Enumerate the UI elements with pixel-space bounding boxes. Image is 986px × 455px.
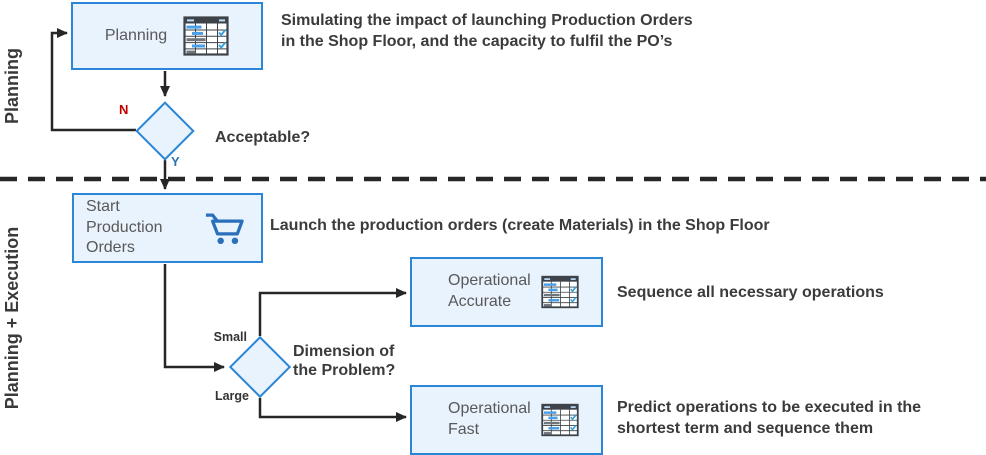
gantt-table-icon xyxy=(541,275,579,309)
connector-dimension-large-to-fast xyxy=(258,398,407,422)
planning-annotation-line1: Simulating the impact of launching Produ… xyxy=(281,12,693,29)
operational-accurate-label: Operational Accurate xyxy=(448,272,531,310)
gantt-table-icon xyxy=(183,16,229,56)
operational-accurate-annotation: Sequence all necessary operations xyxy=(617,284,884,301)
dimension-large-label: Large xyxy=(214,389,249,403)
gantt-table-icon xyxy=(541,403,579,437)
dimension-question: Dimension of the Problem? xyxy=(293,342,395,380)
operational-fast-label: Operational Fast xyxy=(448,400,531,438)
dimension-small-label: Small xyxy=(213,330,247,344)
connector-dimension-small-to-accurate xyxy=(258,288,407,336)
start-production-orders-label: Start Production Orders xyxy=(86,197,163,257)
start-production-orders-node: Start Production Orders xyxy=(72,193,263,263)
operational-accurate-node: Operational Accurate xyxy=(410,257,603,327)
acceptable-no-label: N xyxy=(119,102,129,117)
planning-annotation: Simulating the impact of launching Produ… xyxy=(281,10,693,52)
operational-fast-annotation-line2: shortest term and sequence them xyxy=(617,420,874,437)
dimension-question-line2: the Problem? xyxy=(293,362,396,379)
planning-node: Planning xyxy=(71,2,263,70)
lane-label-planning: Planning xyxy=(2,48,22,124)
operational-fast-annotation-line1: Predict operations to be executed in the xyxy=(617,399,922,416)
start-orders-annotation: Launch the production orders (create Mat… xyxy=(270,217,770,234)
connector-acceptable-no-loop xyxy=(50,28,136,132)
lane-label-planning-execution: Planning + Execution xyxy=(2,226,22,410)
planning-node-label: Planning xyxy=(104,26,168,44)
operational-fast-annotation: Predict operations to be executed in the… xyxy=(617,397,921,439)
dimension-question-line1: Dimension of xyxy=(293,343,395,360)
connector-start-to-dimension xyxy=(163,264,225,372)
shopping-cart-icon xyxy=(205,213,244,245)
planning-annotation-line2: in the Shop Floor, and the capacity to f… xyxy=(281,33,673,50)
acceptable-yes-label: Y xyxy=(171,154,180,169)
acceptable-question: Acceptable? xyxy=(215,129,311,146)
operational-fast-node: Operational Fast xyxy=(410,385,603,455)
